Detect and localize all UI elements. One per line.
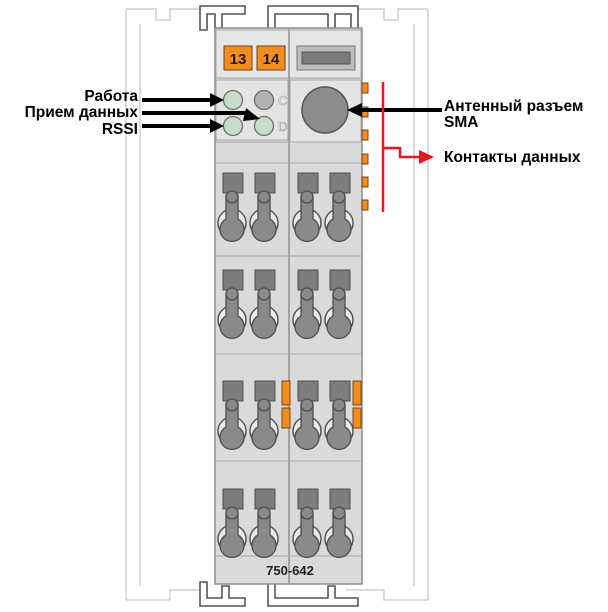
- data-contacts: [361, 82, 369, 211]
- spring-clamp: [324, 287, 354, 340]
- label-run: Работа: [84, 88, 138, 105]
- terminal-square: [297, 269, 319, 291]
- terminal-badge-13: [223, 45, 253, 71]
- spring-clamp: [217, 287, 247, 340]
- terminal-square: [222, 172, 244, 194]
- terminal-square: [297, 488, 319, 510]
- spring-clamp: [292, 398, 322, 451]
- terminal-square: [329, 269, 351, 291]
- sma-connector: [301, 86, 349, 134]
- spring-clamp: [217, 506, 247, 559]
- spring-clamp: [249, 190, 279, 243]
- label-antenna-sma: SMA: [444, 114, 479, 131]
- terminal-square: [254, 269, 276, 291]
- terminal-badge-14: [256, 45, 286, 71]
- led-letter-c: C: [278, 93, 287, 108]
- terminal-square: [222, 380, 244, 402]
- terminal-square: [329, 380, 351, 402]
- terminal-square: [222, 269, 244, 291]
- terminal-square: [254, 488, 276, 510]
- marker-slot-window: [301, 51, 351, 65]
- spring-clamp: [249, 287, 279, 340]
- spring-clamp: [217, 190, 247, 243]
- spring-clamp: [292, 287, 322, 340]
- led-receive: [253, 115, 275, 137]
- bottom-clip: [199, 581, 359, 607]
- label-receive-data: Прием данных: [24, 104, 138, 121]
- terminal-square: [297, 380, 319, 402]
- label-antenna-connector: Антенный разъем: [444, 98, 584, 115]
- red-arrowhead: [419, 150, 434, 164]
- terminal-square: [329, 488, 351, 510]
- din-rail: [125, 8, 429, 601]
- led-run: [222, 89, 244, 111]
- terminal-square: [297, 172, 319, 194]
- label-rssi: RSSI: [101, 121, 138, 138]
- spring-clamp: [292, 190, 322, 243]
- label-data-contacts: Контакты данных: [444, 149, 581, 166]
- led-c: [253, 89, 275, 111]
- top-clip: [199, 5, 359, 31]
- spring-clamp: [292, 506, 322, 559]
- spring-clamp: [249, 506, 279, 559]
- spring-clamp: [217, 398, 247, 451]
- led-letter-d: D: [278, 119, 287, 134]
- model-number: 750-642: [266, 563, 314, 578]
- terminal-number-13: 13: [230, 51, 247, 68]
- terminal-square: [254, 380, 276, 402]
- spring-clamp: [324, 506, 354, 559]
- terminal-square: [329, 172, 351, 194]
- spring-clamp: [249, 398, 279, 451]
- connector-rows: [217, 172, 354, 559]
- data-contacts-pointer: [381, 82, 420, 212]
- spring-clamp: [324, 190, 354, 243]
- terminal-square: [254, 172, 276, 194]
- spring-clamp: [324, 398, 354, 451]
- terminal-square: [222, 488, 244, 510]
- orange-side-tabs: [281, 380, 362, 429]
- label-arrows: [142, 93, 442, 133]
- led-rssi: [222, 115, 244, 137]
- terminal-number-14: 14: [263, 51, 280, 68]
